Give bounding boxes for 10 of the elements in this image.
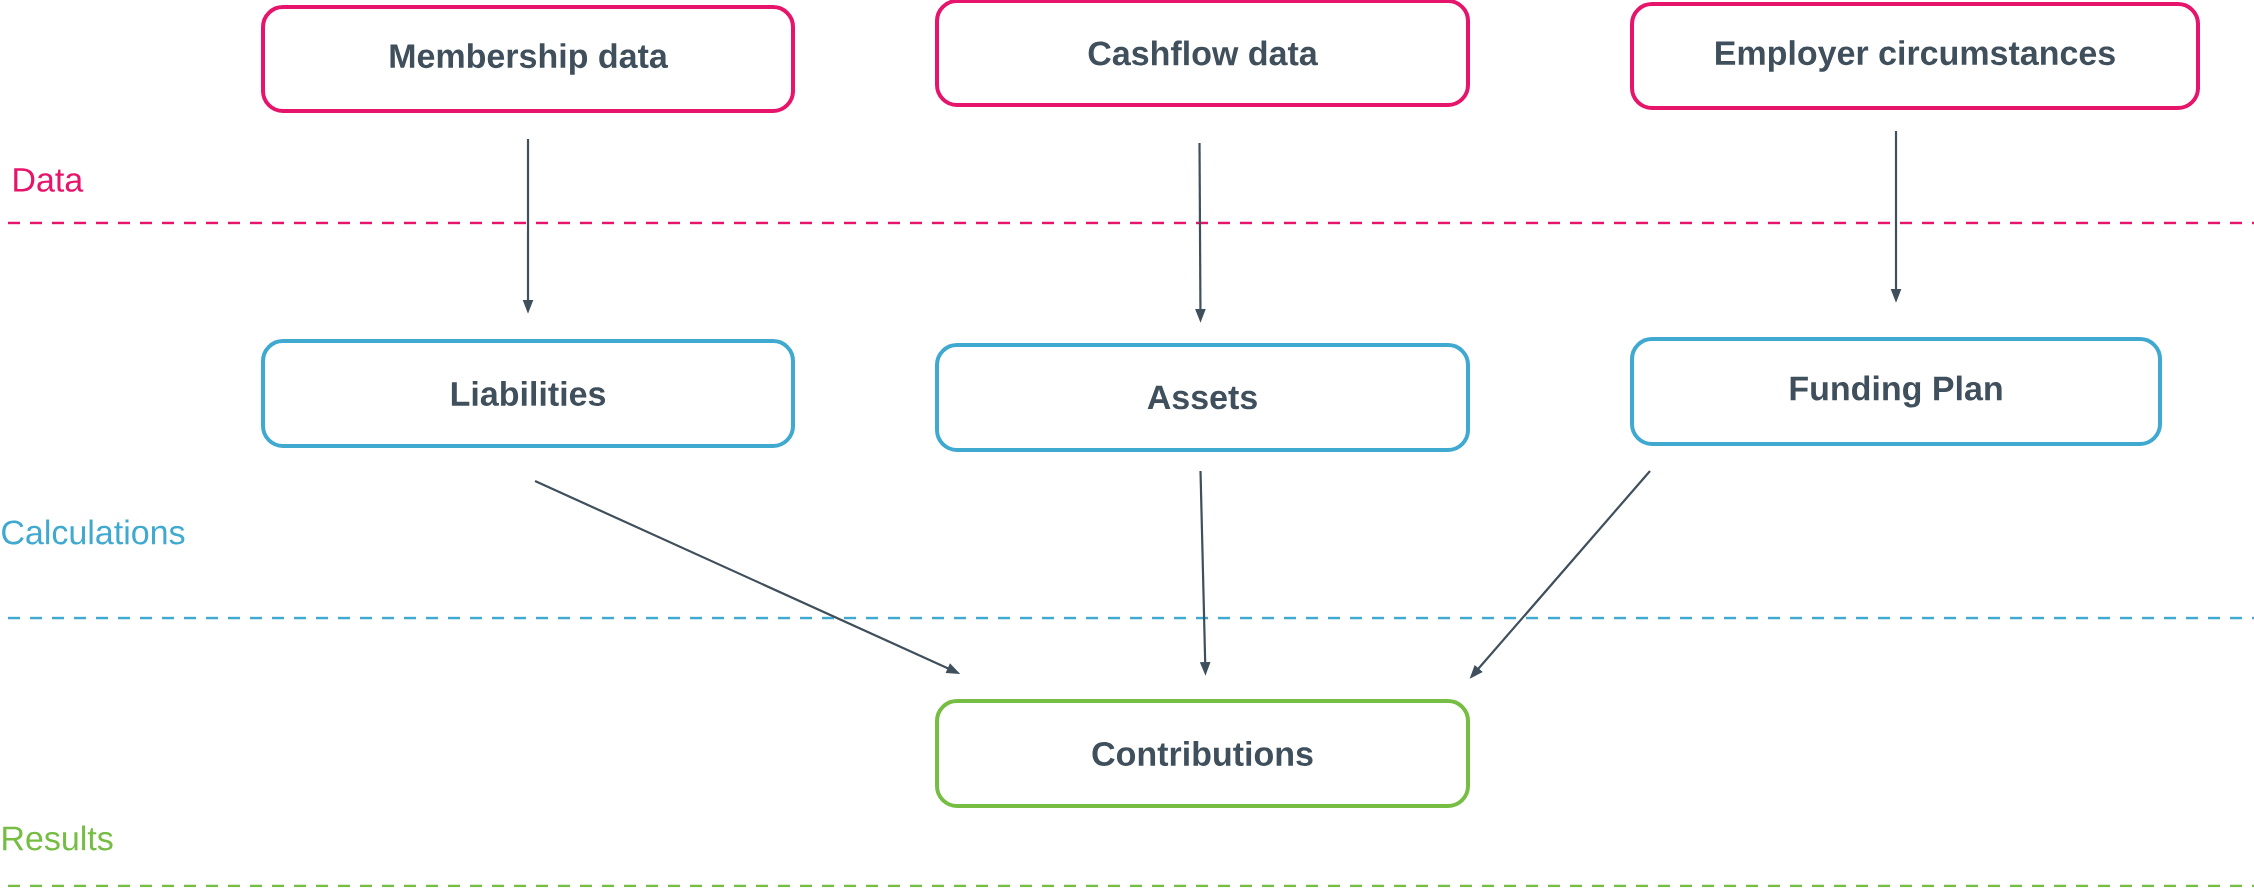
band-label: Results <box>3 825 113 851</box>
process-box: Funding Plan <box>1630 337 2162 446</box>
process-box: Liabilities <box>261 339 795 448</box>
process-box: Employer circumstances <box>1630 2 2200 110</box>
process-box: Cashflow data <box>935 0 1470 107</box>
process-box: Contributions <box>935 699 1470 808</box>
band-label: Data <box>14 168 84 192</box>
process-box: Assets <box>935 343 1470 452</box>
band-label: Calculations <box>2 519 185 545</box>
process-box: Membership data <box>261 5 795 113</box>
